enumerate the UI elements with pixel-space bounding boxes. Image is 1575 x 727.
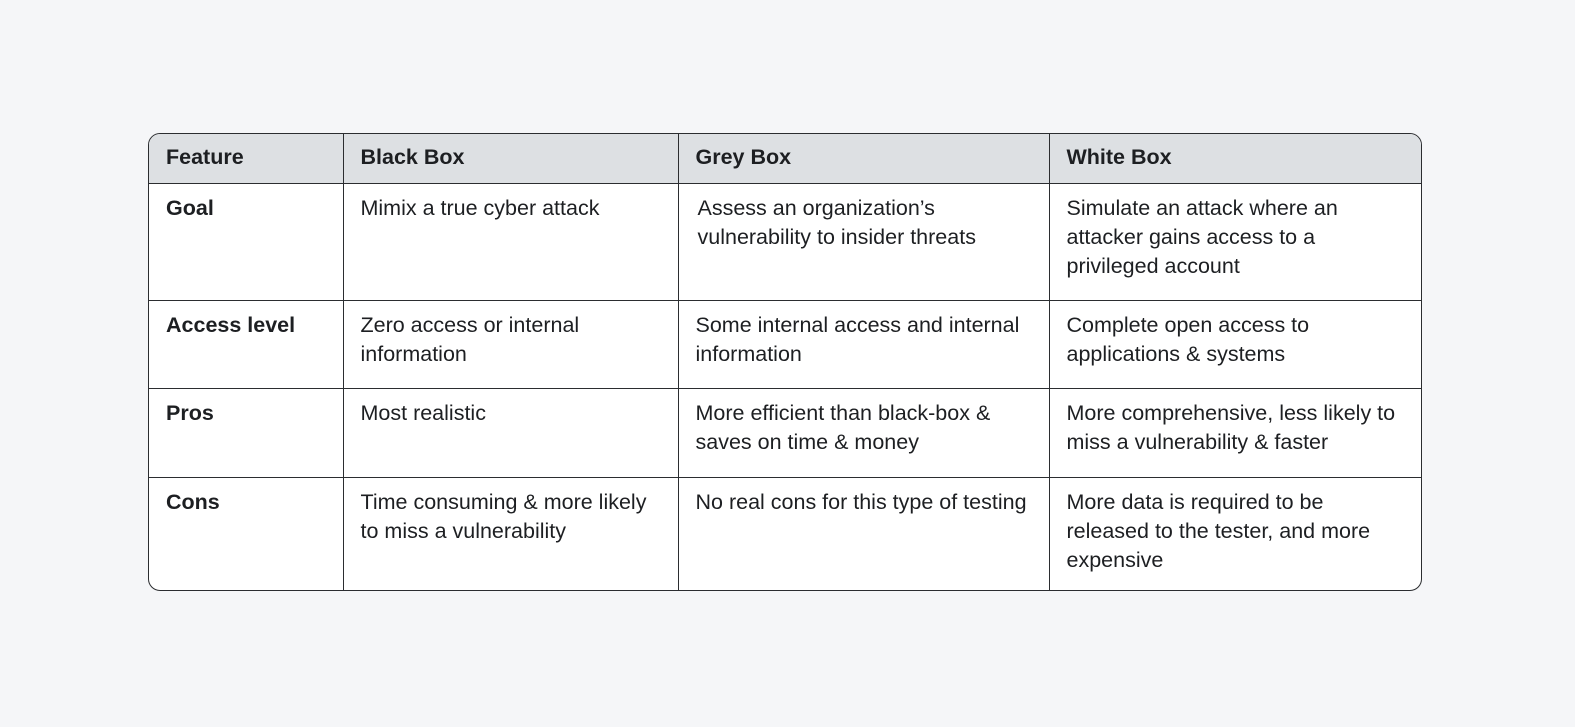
black-box-cell: Zero access or internal information xyxy=(343,300,679,389)
white-box-cell: More data is required to be released to … xyxy=(1066,489,1371,572)
grey-box-cell: Some internal access and internal inform… xyxy=(678,300,1050,389)
black-box-cell: Time consuming & more likely to miss a v… xyxy=(343,477,679,590)
black-box-cell: Most realistic xyxy=(343,388,679,478)
header-feature: Feature xyxy=(149,134,344,184)
row-label: Goal xyxy=(149,183,344,301)
comparison-table-container: Feature Black Box Grey Box White Box Goa… xyxy=(148,133,1422,591)
table-row-cons: Cons Time consuming & more likely to mis… xyxy=(149,477,1421,590)
table-row-pros: Pros Most realistic More efficient than … xyxy=(149,388,1421,478)
white-box-cell: Simulate an attack where an attacker gai… xyxy=(1049,183,1421,301)
row-label: Cons xyxy=(149,477,344,590)
header-grey-box: Grey Box xyxy=(678,134,1050,184)
table-row-goal: Goal Mimix a true cyber attack Assess an… xyxy=(149,183,1421,301)
comparison-table: Feature Black Box Grey Box White Box Goa… xyxy=(149,134,1421,590)
table-row-access-level: Access level Zero access or internal inf… xyxy=(149,300,1421,389)
white-box-cell: Complete open access to applications & s… xyxy=(1049,300,1421,389)
header-black-box: Black Box xyxy=(343,134,679,184)
black-box-cell: Mimix a true cyber attack xyxy=(343,183,679,301)
row-label: Pros xyxy=(149,388,344,478)
white-box-cell: More comprehensive, less likely to miss … xyxy=(1049,388,1421,478)
table-header: Feature Black Box Grey Box White Box xyxy=(149,134,1421,184)
table-body: Goal Mimix a true cyber attack Assess an… xyxy=(149,183,1421,590)
row-label: Access level xyxy=(149,300,344,389)
header-white-box: White Box xyxy=(1049,134,1421,184)
grey-box-cell: No real cons for this type of testing xyxy=(678,477,1050,590)
grey-box-cell: Assess an organization’s vulnerability t… xyxy=(678,183,1050,301)
header-row: Feature Black Box Grey Box White Box xyxy=(149,134,1421,184)
grey-box-cell: More efficient than black-box & saves on… xyxy=(678,388,1050,478)
